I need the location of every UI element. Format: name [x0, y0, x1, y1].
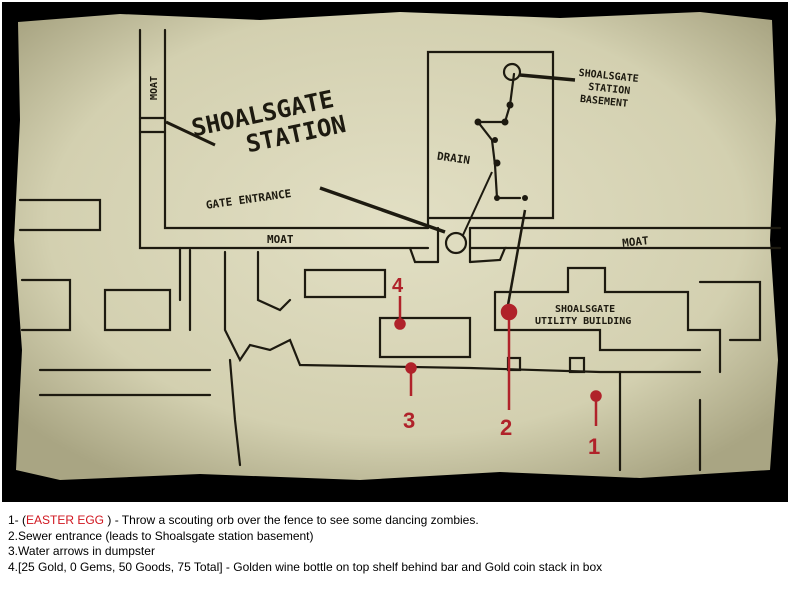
moat-label-left: MOAT — [267, 233, 294, 246]
basement-label-2: STATION — [588, 82, 631, 97]
legend-1-text: ) - Throw a scouting orb over the fence … — [104, 513, 479, 527]
legend-item-1: 1- (EASTER EGG ) - Throw a scouting orb … — [8, 513, 602, 529]
moat-label-right: MOAT — [622, 234, 650, 250]
drain-nodes — [474, 101, 528, 201]
moat-label-vertical: MOAT — [149, 76, 160, 100]
basement-label-3: BASEMENT — [579, 94, 628, 110]
map-walls — [18, 28, 782, 472]
marker-4-label: 4 — [392, 275, 404, 297]
legend-1-prefix: 1- ( — [8, 513, 26, 527]
map-legend: 1- (EASTER EGG ) - Throw a scouting orb … — [8, 513, 602, 575]
shoalsgate-map: SHOALSGATE STATION GATE ENTRANCE DRAIN S… — [2, 2, 788, 502]
marker-1-label: 1 — [588, 434, 600, 459]
easter-egg-highlight: EASTER EGG — [26, 513, 105, 527]
parchment — [14, 12, 778, 480]
utility-label-2: UTILITY BUILDING — [535, 316, 631, 327]
markers — [394, 296, 602, 426]
legend-item-4: 4.[25 Gold, 0 Gems, 50 Goods, 75 Total] … — [8, 559, 603, 574]
drain-label: DRAIN — [436, 150, 471, 167]
legend-item-3: 3.Water arrows in dumpster — [8, 544, 155, 558]
utility-label-1: SHOALSGATE — [555, 304, 615, 315]
marker-2-label: 2 — [500, 415, 512, 440]
legend-item-2: 2.Sewer entrance (leads to Shoalsgate st… — [8, 528, 314, 543]
arrows — [165, 73, 576, 306]
marker-3-label: 3 — [403, 408, 415, 433]
